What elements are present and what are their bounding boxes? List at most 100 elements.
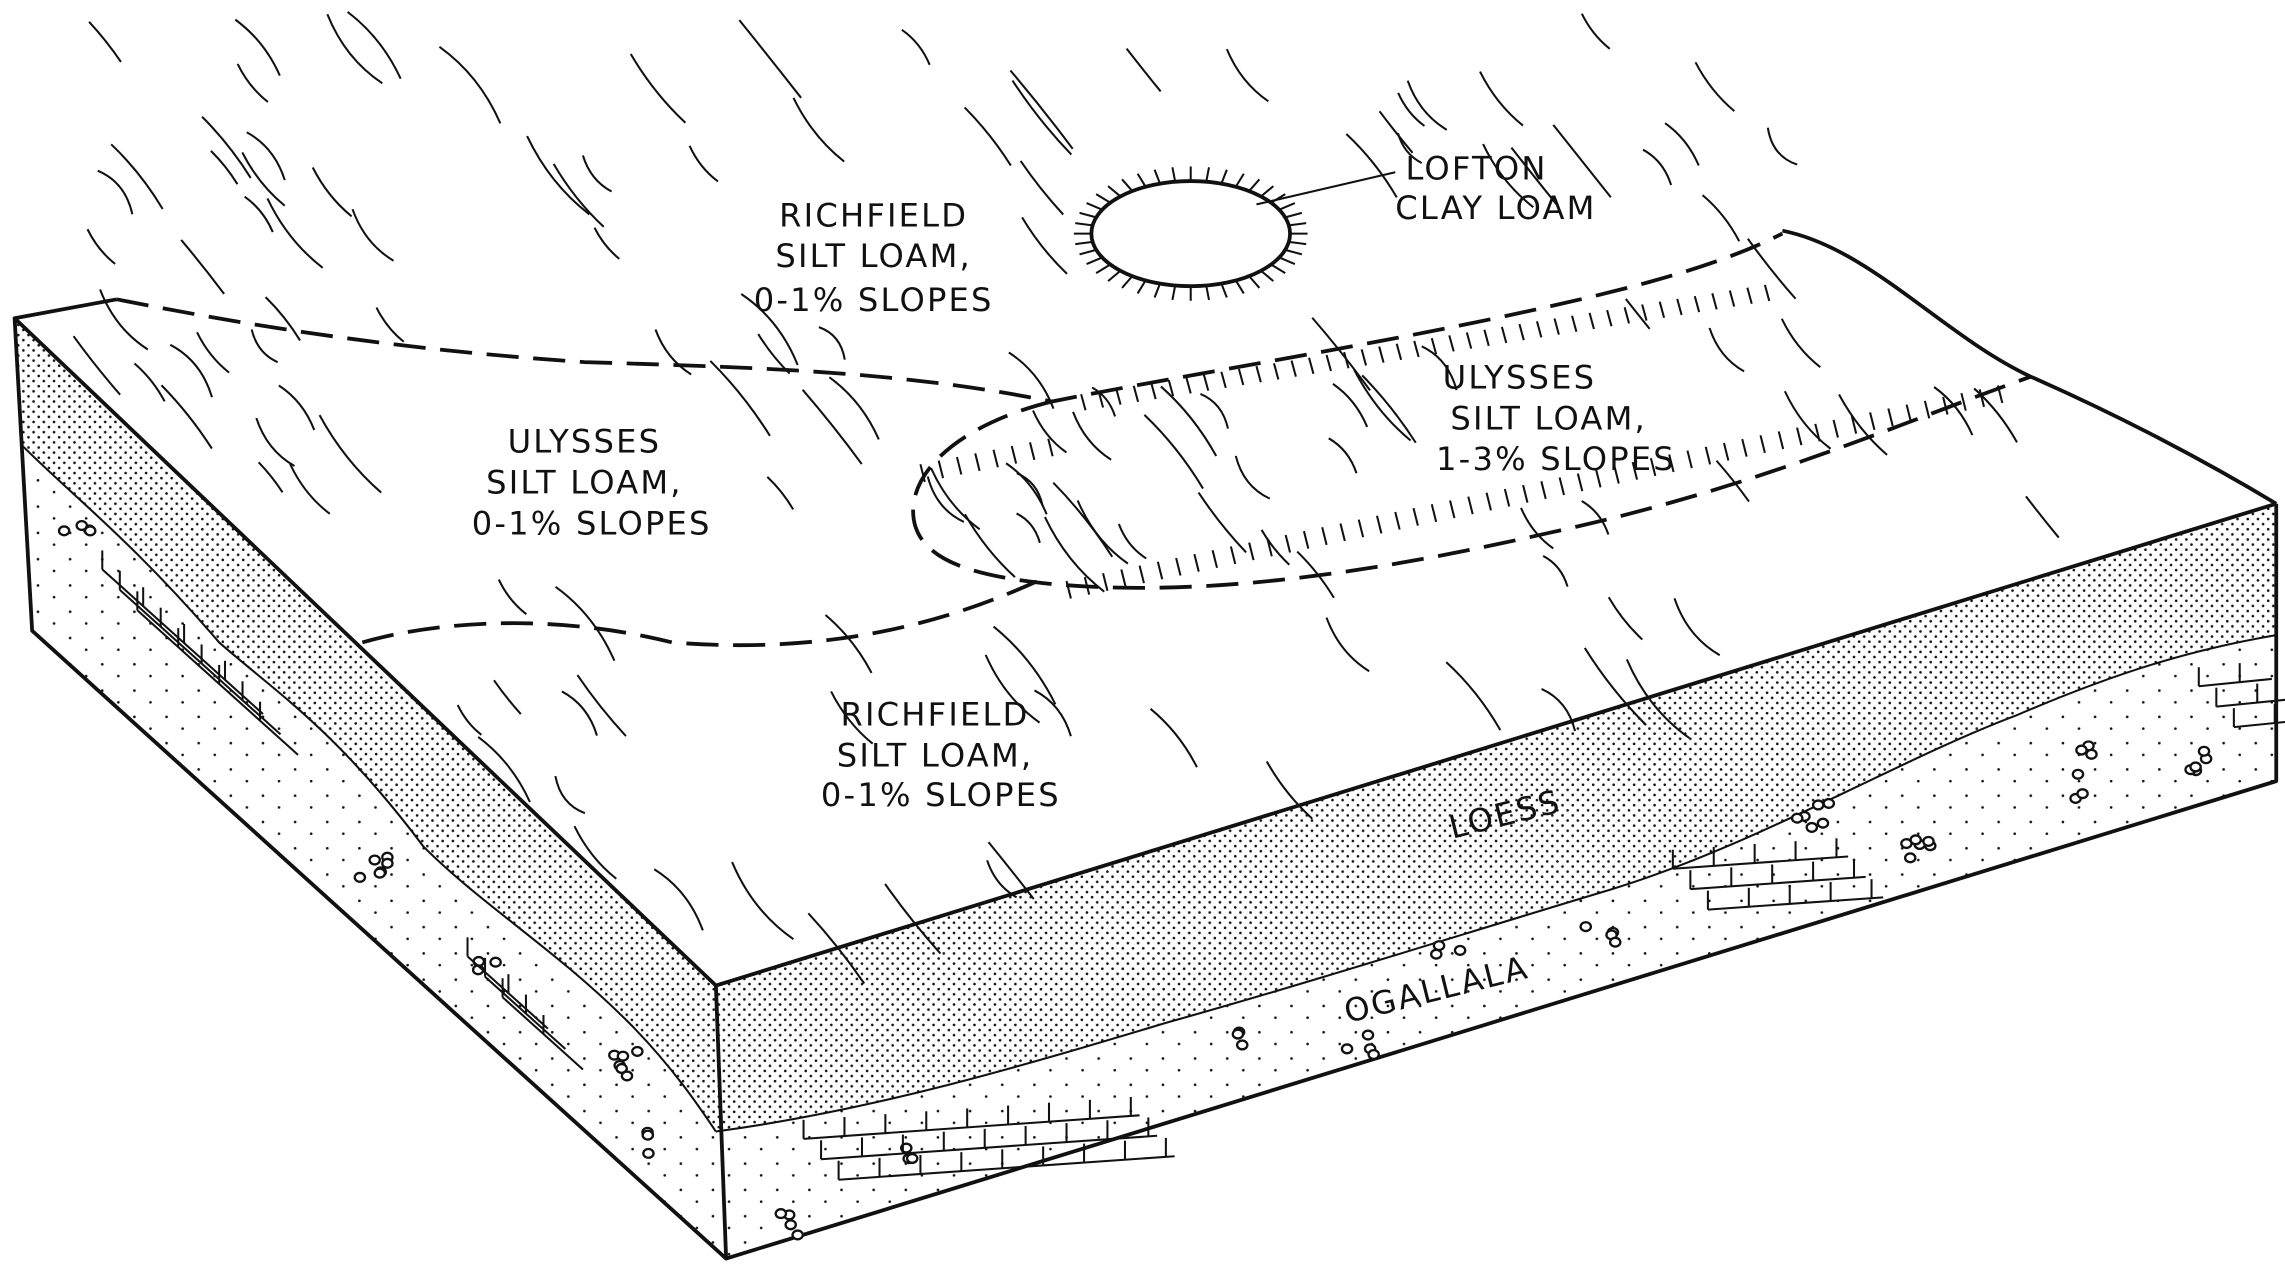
caliche-symbols [101,550,2285,1181]
slope-hatch-line [554,585,616,662]
slope-tick [1325,354,1332,372]
pebble [1909,834,1922,846]
slope-tick [1850,415,1858,434]
slope-hatch-line [709,360,771,437]
svg-text:0-1% SLOPES: 0-1% SLOPES [472,504,712,542]
left-loess-boundary [21,444,717,1133]
slope-hatch-line [133,362,166,402]
depression-ticks [1073,166,1308,301]
pebble [2189,761,2202,773]
pebble [1579,921,1593,933]
slope-hatch-line [250,329,279,364]
boundary-ulysses-slope-loop [911,374,2032,590]
depression-tick [1260,185,1275,198]
slope-tick [1220,371,1227,389]
slope-hatch-line [738,19,802,99]
depression-tick [1278,202,1296,211]
pebble [620,1070,634,1082]
slope-tick [1175,557,1182,576]
depression-tick [1288,240,1307,246]
slope-hatch-line [561,690,598,736]
slope-hatch-line [830,690,874,745]
depression-tick [1234,279,1245,294]
label-ulysses-left: ULYSSES SILT LOAM, 0-1% SLOPES [472,423,712,543]
slope-tick [937,460,945,479]
pebble [373,867,387,879]
slope-tick [1308,357,1315,375]
slope-hatch-line [1397,92,1426,127]
slope-tick [1321,527,1328,546]
slope-tick [1832,419,1839,438]
slope-hatch-line [1396,132,1423,164]
pebble [1361,1029,1375,1041]
slope-tick [1571,315,1578,333]
slope-hatch-line [1311,317,1371,392]
svg-text:ULYSSES: ULYSSES [1443,358,1597,396]
depression-tick [1121,275,1134,289]
slope-hatch-line [257,461,284,493]
slope-hatch-line [818,326,846,360]
slope-hatch-line [593,227,620,260]
pebble [784,1219,797,1231]
surface-slope-hatching [72,11,2060,985]
depression-tick [1284,248,1303,256]
slope-tick [1360,349,1368,366]
slope-hatch-line [1694,61,1736,112]
pebble [774,1208,788,1220]
slope-tick [1686,450,1693,469]
slope-hatch-line [1032,410,1068,454]
depression-tick [1107,269,1122,282]
slope-tick [1759,435,1766,454]
slope-hatch-line [1016,512,1041,544]
slope-tick [919,464,926,483]
slope-tick [1430,337,1438,355]
slope-hatch-line [1581,500,1610,535]
slope-tick [1483,329,1490,347]
svg-text:SILT LOAM,: SILT LOAM, [486,464,683,502]
slope-hatch-line [1421,345,1458,391]
pebble [2075,744,2088,756]
slope-hatch-line [477,736,531,803]
slope-tick [1746,287,1753,305]
slope-tick [1167,379,1175,397]
pebble [2076,788,2089,800]
pebble [1608,936,1622,948]
slope-hatch-line [1328,437,1358,474]
pebble [1790,812,1804,824]
slope-hatch-line [72,335,121,396]
slope-hatch-line [241,151,286,207]
caliche-line [2198,677,2272,688]
slope-tick [955,456,963,475]
slope-hatch-line [1197,492,1247,554]
slope-tick [1978,389,1986,408]
slope-hatch-line [1607,596,1643,641]
pebble [83,525,97,537]
slope-hatch-line [1034,689,1072,737]
slope-hatch-line [244,195,274,233]
depression-tick [1171,285,1177,301]
depression-tick [1288,222,1307,227]
slope-hatch-line [984,654,1041,724]
pebble [353,871,367,883]
slope-tick [1132,385,1140,403]
pebble [1235,1039,1249,1051]
slope-hatch-line [375,307,405,343]
svg-text:SILT LOAM,: SILT LOAM, [775,237,972,275]
slope-hatch-line [526,135,591,216]
slope-hatch-line [926,476,965,523]
slope-hatch-line [986,859,1018,899]
slope-tick [1500,326,1508,344]
slope-tick [992,449,999,468]
slope-hatch-line [278,384,316,431]
slope-hatch-line [1332,383,1369,428]
slope-tick [1083,576,1091,595]
slope-hatch-line [792,97,845,163]
boundary-richfield-ulysses-upper [116,231,1784,404]
slope-hatch-line [554,775,586,815]
label-richfield-lower: RICHFIELD SILT LOAM, 0-1% SLOPES [821,696,1059,814]
slope-hatch-line [653,868,704,931]
slope-hatch-line [1780,318,1821,368]
slope-hatch-line [1445,661,1502,731]
slope-hatch-line [1325,617,1370,673]
